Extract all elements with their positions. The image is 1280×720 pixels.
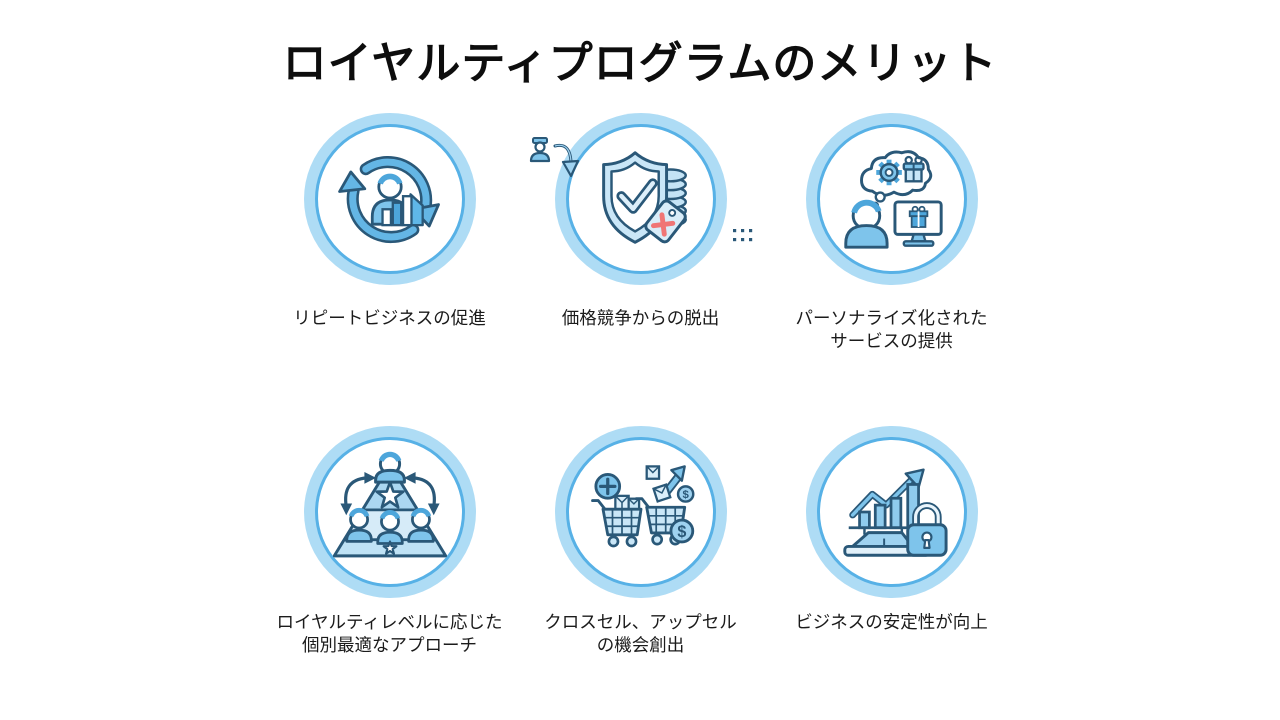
- benefit-item-repeat-business: リピートビジネスの促進: [264, 113, 515, 354]
- benefit-caption: パーソナライズ化された サービスの提供: [796, 307, 988, 354]
- personalized-service-icon: [843, 150, 943, 249]
- benefit-caption: リピートビジネスの促進: [293, 307, 486, 330]
- business-stability-icon: [842, 468, 948, 557]
- dollar-symbol: $: [677, 523, 686, 541]
- benefits-grid: リピートビジネスの促進: [264, 0, 1017, 720]
- caption-line: 価格競争からの脱出: [561, 308, 720, 328]
- benefit-caption: ロイヤルティレベルに応じた 個別最適なアプローチ: [277, 611, 503, 658]
- benefit-caption: 価格競争からの脱出: [562, 307, 720, 330]
- circle-badge-inner: [816, 437, 967, 587]
- circle-badge-inner: $ $: [565, 437, 716, 587]
- benefit-caption: クロスセル、アップセル の機会創出: [544, 611, 737, 658]
- loyalty-pyramid-icon: [332, 451, 447, 558]
- caption-line: サービスの提供: [830, 331, 953, 352]
- benefits-row-1: リピートビジネスの促進: [264, 113, 1017, 354]
- caption-line: 個別最適なアプローチ: [302, 635, 477, 656]
- price-competition-escape-icon: [601, 151, 687, 244]
- page-title: ロイヤルティプログラムのメリット: [282, 39, 998, 88]
- benefit-item-loyalty-levels: ロイヤルティレベルに応じた 個別最適なアプローチ: [264, 426, 515, 658]
- caption-line: の機会創出: [596, 635, 685, 656]
- circle-badge-inner: [816, 124, 967, 274]
- benefit-caption: ビジネスの安定性が向上: [795, 611, 988, 634]
- benefit-item-personalized-service: パーソナライズ化された サービスの提供: [766, 113, 1017, 354]
- benefit-item-cross-sell: $ $ クロスセル、アップセル の機会創出: [515, 426, 766, 658]
- circle-badge: [303, 113, 476, 285]
- benefits-row-2: ロイヤルティレベルに応じた 個別最適なアプローチ: [264, 426, 1017, 658]
- dots-decoration-icon: [733, 229, 753, 242]
- circle-badge-inner: [314, 437, 465, 587]
- caption-line: リピートビジネスの促進: [293, 308, 486, 328]
- incoming-customer-icon: [529, 137, 579, 178]
- circle-badge: [805, 426, 978, 598]
- circle-badge: [303, 426, 476, 598]
- circle-badge: [554, 113, 727, 285]
- caption-line: ビジネスの安定性が向上: [795, 612, 988, 632]
- circle-badge: [805, 113, 978, 285]
- dollar-symbol: $: [682, 489, 689, 501]
- circle-badge: $ $: [554, 426, 727, 598]
- repeat-business-icon: [337, 156, 440, 244]
- benefit-item-price-competition: 価格競争からの脱出: [515, 113, 766, 354]
- caption-line: ロイヤルティレベルに応じた: [276, 612, 503, 632]
- benefit-item-business-stability: ビジネスの安定性が向上: [766, 426, 1017, 658]
- cross-sell-upsell-icon: $ $: [590, 465, 694, 548]
- circle-badge-inner: [565, 124, 716, 274]
- caption-line: パーソナライズ化された: [795, 308, 988, 328]
- caption-line: クロスセル、アップセル: [544, 612, 737, 632]
- circle-badge-inner: [314, 124, 465, 274]
